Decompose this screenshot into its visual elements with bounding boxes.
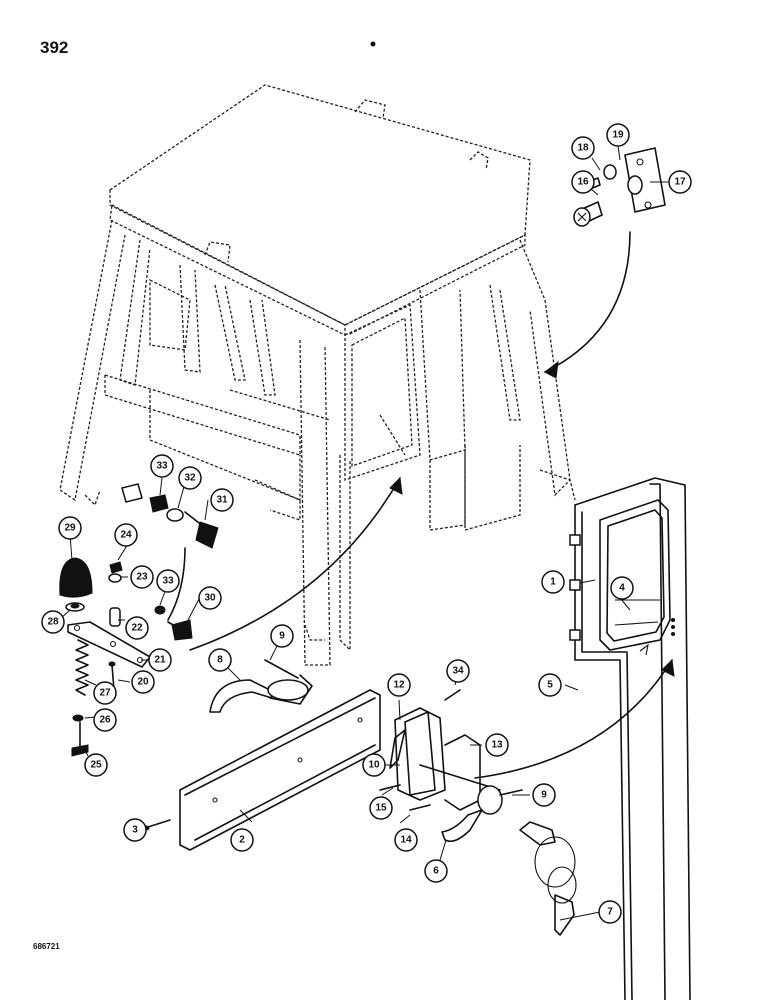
svg-text:25: 25 bbox=[90, 760, 102, 771]
callout-26: 26 bbox=[93, 708, 117, 732]
svg-text:33: 33 bbox=[156, 461, 168, 472]
callout-31: 31 bbox=[210, 488, 234, 512]
svg-text:27: 27 bbox=[99, 688, 111, 699]
callout-20: 20 bbox=[131, 670, 155, 694]
speck-mark bbox=[370, 41, 376, 47]
hinge-plate bbox=[573, 147, 666, 227]
svg-text:23: 23 bbox=[136, 572, 148, 583]
svg-text:15: 15 bbox=[375, 803, 387, 814]
callout-2: 2 bbox=[230, 828, 254, 852]
svg-text:2: 2 bbox=[239, 835, 245, 846]
svg-text:17: 17 bbox=[674, 177, 686, 188]
svg-text:31: 31 bbox=[216, 495, 228, 506]
callout-17: 17 bbox=[668, 170, 692, 194]
key-set bbox=[519, 821, 577, 936]
callout-27: 27 bbox=[93, 681, 117, 705]
callout-15: 15 bbox=[369, 796, 393, 820]
callout-8: 8 bbox=[208, 648, 232, 672]
svg-text:7: 7 bbox=[607, 907, 613, 918]
callout-33-b: 33 bbox=[156, 569, 180, 593]
lever-assembly bbox=[59, 483, 219, 757]
svg-text:5: 5 bbox=[547, 680, 553, 691]
svg-text:22: 22 bbox=[131, 623, 143, 634]
svg-text:19: 19 bbox=[612, 130, 624, 141]
cab-frame bbox=[59, 84, 576, 666]
svg-text:21: 21 bbox=[154, 655, 166, 666]
svg-text:18: 18 bbox=[577, 143, 589, 154]
callout-21: 21 bbox=[148, 648, 172, 672]
svg-text:6: 6 bbox=[433, 866, 439, 877]
callout-5: 5 bbox=[538, 673, 562, 697]
callout-1: 1 bbox=[541, 570, 565, 594]
latch-assembly bbox=[379, 689, 523, 843]
svg-text:30: 30 bbox=[204, 593, 216, 604]
callout-25: 25 bbox=[84, 753, 108, 777]
callout-19: 19 bbox=[606, 123, 630, 147]
callout-6: 6 bbox=[424, 859, 448, 883]
svg-text:24: 24 bbox=[120, 530, 132, 541]
callout-32: 32 bbox=[178, 466, 202, 490]
callout-13: 13 bbox=[485, 733, 509, 757]
svg-text:26: 26 bbox=[99, 715, 111, 726]
svg-text:12: 12 bbox=[393, 680, 405, 691]
svg-text:3: 3 bbox=[132, 825, 138, 836]
svg-text:20: 20 bbox=[137, 677, 149, 688]
svg-text:34: 34 bbox=[452, 666, 464, 677]
callout-4: 4 bbox=[610, 576, 634, 600]
svg-text:29: 29 bbox=[64, 523, 76, 534]
svg-text:16: 16 bbox=[577, 177, 589, 188]
svg-text:33: 33 bbox=[162, 576, 174, 587]
svg-text:32: 32 bbox=[184, 473, 196, 484]
callout-18: 18 bbox=[571, 136, 595, 160]
svg-text:9: 9 bbox=[279, 631, 285, 642]
callout-9-b: 9 bbox=[532, 783, 556, 807]
svg-text:8: 8 bbox=[217, 655, 223, 666]
callout-14: 14 bbox=[394, 828, 418, 852]
pointer-arrows bbox=[189, 231, 675, 779]
figure-code: 686721 bbox=[33, 942, 60, 951]
callouts: 1 2 3 4 5 6 7 8 9 9 10 12 13 14 15 16 17… bbox=[41, 123, 692, 924]
callout-24: 24 bbox=[114, 523, 138, 547]
svg-text:9: 9 bbox=[541, 790, 547, 801]
callout-30: 30 bbox=[198, 586, 222, 610]
callout-16: 16 bbox=[571, 170, 595, 194]
svg-text:4: 4 bbox=[619, 583, 625, 594]
callout-28: 28 bbox=[41, 610, 65, 634]
svg-text:14: 14 bbox=[400, 835, 412, 846]
svg-text:13: 13 bbox=[491, 740, 503, 751]
callout-34: 34 bbox=[446, 659, 470, 683]
callout-7: 7 bbox=[598, 900, 622, 924]
callout-33-a: 33 bbox=[150, 454, 174, 478]
svg-text:28: 28 bbox=[47, 617, 59, 628]
latch-rail bbox=[142, 689, 381, 851]
callout-3: 3 bbox=[123, 818, 147, 842]
callout-29: 29 bbox=[58, 516, 82, 540]
callout-9-a: 9 bbox=[270, 624, 294, 648]
callout-12: 12 bbox=[387, 673, 411, 697]
leader-lines bbox=[59, 145, 668, 921]
svg-text:10: 10 bbox=[368, 760, 380, 771]
cab-door bbox=[569, 477, 691, 1000]
callout-10: 10 bbox=[362, 753, 386, 777]
callout-23: 23 bbox=[130, 565, 154, 589]
page-number: 392 bbox=[40, 38, 69, 57]
svg-text:1: 1 bbox=[550, 577, 556, 588]
inside-handle bbox=[209, 659, 313, 713]
callout-22: 22 bbox=[125, 616, 149, 640]
